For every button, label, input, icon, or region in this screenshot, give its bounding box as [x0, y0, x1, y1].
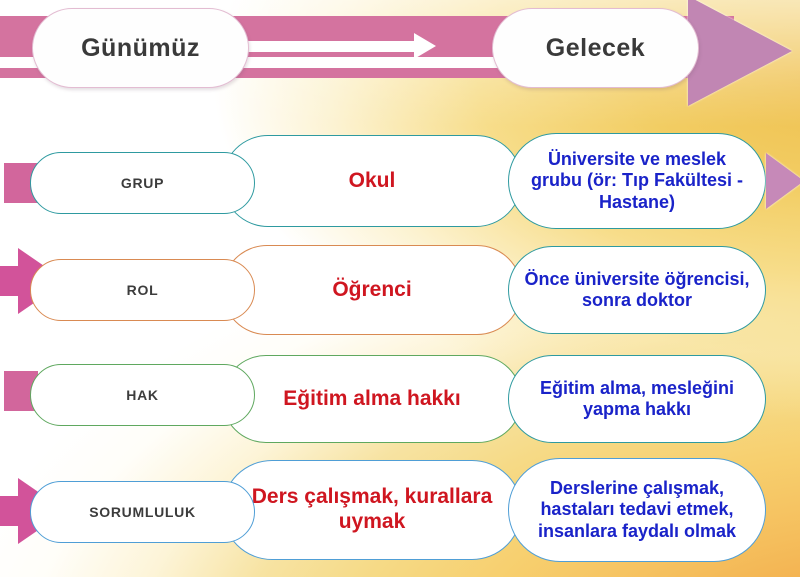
future-text: Üniversite ve meslek grubu (ör: Tıp Fakü… [531, 149, 743, 212]
category-cell[interactable]: GRUP [30, 152, 255, 214]
header-future-label: Gelecek [545, 33, 646, 62]
header-arrow-icon-head [414, 33, 436, 59]
present-cell[interactable]: Öğrenci [222, 245, 522, 335]
category-label: ROL [126, 281, 159, 298]
present-cell[interactable]: Okul [222, 135, 522, 227]
future-text: Eğitim alma, mesleğini yapma hakkı [539, 377, 735, 419]
present-cell[interactable]: Ders çalışmak, kurallara uymak [222, 460, 522, 560]
header-present-label: Günümüz [81, 33, 200, 62]
present-text: Öğrenci [332, 277, 412, 301]
present-text: Ders çalışmak, kurallara uymak [251, 485, 493, 533]
future-text: Derslerine çalışmak, hastaları tedavi et… [537, 478, 737, 541]
header-pill-future[interactable]: Gelecek [492, 8, 699, 88]
header-band-stripe [0, 57, 720, 68]
header-pill-present[interactable]: Günümüz [32, 8, 249, 88]
present-cell[interactable]: Eğitim alma hakkı [222, 355, 522, 443]
row-right-arrow-icon [766, 153, 800, 209]
header-big-arrow-icon [688, 0, 792, 106]
header-arrow-icon-shaft [248, 41, 420, 52]
future-cell[interactable]: Üniversite ve meslek grubu (ör: Tıp Fakü… [508, 133, 766, 229]
present-text: Eğitim alma hakkı [283, 386, 461, 410]
present-text: Okul [348, 168, 396, 192]
future-cell[interactable]: Önce üniversite öğrencisi, sonra doktor [508, 246, 766, 334]
category-cell[interactable]: HAK [30, 364, 255, 426]
future-cell[interactable]: Derslerine çalışmak, hastaları tedavi et… [508, 458, 766, 562]
category-label: GRUP [120, 174, 165, 191]
future-text: Önce üniversite öğrencisi, sonra doktor [524, 268, 750, 310]
future-cell[interactable]: Eğitim alma, mesleğini yapma hakkı [508, 355, 766, 443]
category-cell[interactable]: ROL [30, 259, 255, 321]
category-label: HAK [126, 386, 159, 403]
category-cell[interactable]: SORUMLULUK [30, 481, 255, 543]
category-label: SORUMLULUK [89, 503, 196, 520]
